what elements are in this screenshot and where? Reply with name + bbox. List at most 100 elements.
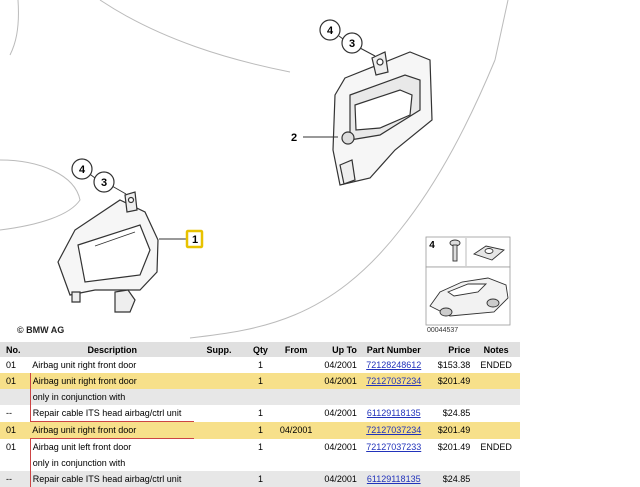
callout-4-lower: 4 (79, 164, 86, 176)
header-qty: Qty (243, 342, 278, 357)
car-icon (429, 277, 509, 317)
airbag-unit-lower-drawing (57, 191, 159, 313)
cell-supp (194, 438, 244, 455)
table-row: only in conjunction with (0, 455, 520, 471)
header-notes: Notes (472, 342, 520, 357)
callout-1[interactable]: 1 (192, 234, 198, 246)
callout-4-lower-circle (71, 158, 93, 180)
cell-up-to: 04/2001 (315, 373, 359, 389)
table-row: only in conjunction with (0, 389, 520, 405)
table-row[interactable]: 01 Airbag unit left front door 1 04/2001… (0, 438, 520, 455)
cell-no (0, 389, 31, 405)
cell-part-number: 61129118135 (358, 471, 429, 487)
cell-from: 04/2001 (277, 421, 316, 439)
cell-qty: 1 (243, 438, 278, 455)
cell-notes (472, 373, 520, 389)
header-from: From (277, 342, 316, 357)
cell-supp (194, 405, 244, 422)
part-number-link[interactable]: 72128248612 (366, 360, 422, 370)
inset-fasteners: 4 (425, 236, 511, 268)
cell-no: 01 (0, 438, 31, 455)
part-number-link[interactable]: 61129118135 (366, 474, 421, 484)
cell-part-number: 72127037234 (358, 421, 429, 439)
callout-3-lower-circle (93, 171, 115, 193)
header-supp: Supp. (194, 342, 244, 357)
cell-supp (194, 421, 244, 439)
diagram-id-label: 00044537 (427, 327, 459, 334)
cell-notes (472, 471, 520, 487)
airbag-unit-upper-drawing (332, 51, 433, 186)
cell-no: -- (0, 471, 31, 487)
part-number-link[interactable]: 72127037234 (366, 425, 422, 435)
table-row[interactable]: -- Repair cable ITS head airbag/ctrl uni… (0, 471, 520, 487)
table-header-row: No. Description Supp. Qty From Up To Par… (0, 342, 520, 357)
parts-diagram: 4 3 2 4 3 1 4 (0, 0, 511, 339)
inset-car (425, 266, 511, 326)
cell-description: Repair cable ITS head airbag/ctrl unit (29, 471, 195, 487)
part-number-link[interactable]: 72127037234 (366, 376, 422, 386)
copyright-label: © BMW AG (17, 325, 65, 335)
header-up-to: Up To (315, 342, 359, 357)
cell-price: $24.85 (428, 405, 473, 422)
callout-4-upper: 4 (327, 25, 334, 37)
cell-notes: ENDED (472, 357, 520, 373)
cell-no: 01 (0, 357, 31, 373)
table-row[interactable]: 01 Airbag unit right front door 1 04/200… (0, 373, 520, 389)
cell-notes (472, 405, 520, 422)
cell-description: Airbag unit right front door (30, 421, 195, 439)
part-number-link[interactable]: 61129118135 (366, 408, 421, 419)
cell-up-to (315, 421, 359, 439)
callout-4-inset: 4 (429, 240, 435, 251)
cell-part-number: 72127037233 (358, 438, 429, 455)
nut-icon (472, 245, 505, 261)
cell-notes: ENDED (472, 438, 520, 455)
cell-description: Airbag unit left front door (29, 438, 195, 455)
cell-part-number: 61129118135 (358, 405, 429, 422)
cell-part-number: 72128248612 (358, 357, 429, 373)
callout-3-upper-circle (341, 32, 363, 54)
cell-no: 01 (0, 373, 31, 389)
cell-from (277, 357, 316, 373)
callout-3-upper: 3 (349, 38, 355, 50)
cell-price: $24.85 (428, 471, 473, 487)
header-no: No. (0, 342, 31, 357)
cell-description: only in conjunction with (29, 455, 520, 471)
cell-description: Airbag unit right front door (29, 373, 195, 389)
header-price: Price (428, 342, 473, 357)
cell-no: 01 (0, 421, 31, 439)
cell-up-to: 04/2001 (315, 405, 359, 422)
cell-description: Repair cable ITS head airbag/ctrl unit (29, 405, 195, 422)
cell-qty: 1 (243, 373, 278, 389)
parts-table: No. Description Supp. Qty From Up To Par… (0, 342, 520, 487)
cell-from (277, 373, 316, 389)
cell-from (277, 438, 316, 455)
header-part-number: Part Number (358, 342, 429, 357)
cell-qty: 1 (243, 357, 278, 373)
cell-description: Airbag unit right front door (30, 357, 195, 373)
table-row[interactable]: -- Repair cable ITS head airbag/ctrl uni… (0, 405, 520, 422)
cell-up-to: 04/2001 (315, 438, 359, 455)
cell-supp (194, 373, 244, 389)
table-row[interactable]: 01 Airbag unit right front door 1 04/200… (0, 357, 520, 373)
callout-4-upper-circle (319, 19, 341, 41)
callout-1-highlight[interactable] (185, 229, 204, 249)
parts-table-container: No. Description Supp. Qty From Up To Par… (0, 342, 640, 487)
cell-supp (194, 357, 244, 373)
cell-no: -- (0, 405, 31, 422)
cell-qty: 1 (243, 405, 278, 422)
cell-description: only in conjunction with (29, 389, 520, 405)
part-number-link[interactable]: 72127037233 (366, 441, 422, 452)
cell-supp (194, 471, 244, 487)
table-row[interactable]: 01 Airbag unit right front door 1 04/200… (0, 421, 520, 439)
cell-notes (472, 421, 520, 439)
cell-no (0, 455, 31, 471)
cell-price: $201.49 (428, 421, 473, 439)
bolt-icon (449, 239, 461, 262)
cell-from (277, 405, 316, 422)
cell-part-number: 72127037234 (358, 373, 429, 389)
cell-up-to: 04/2001 (315, 471, 359, 487)
cell-price: $153.38 (428, 357, 473, 373)
cell-price: $201.49 (428, 438, 473, 455)
cell-from (277, 471, 316, 487)
door-panel-outline (0, 0, 509, 339)
